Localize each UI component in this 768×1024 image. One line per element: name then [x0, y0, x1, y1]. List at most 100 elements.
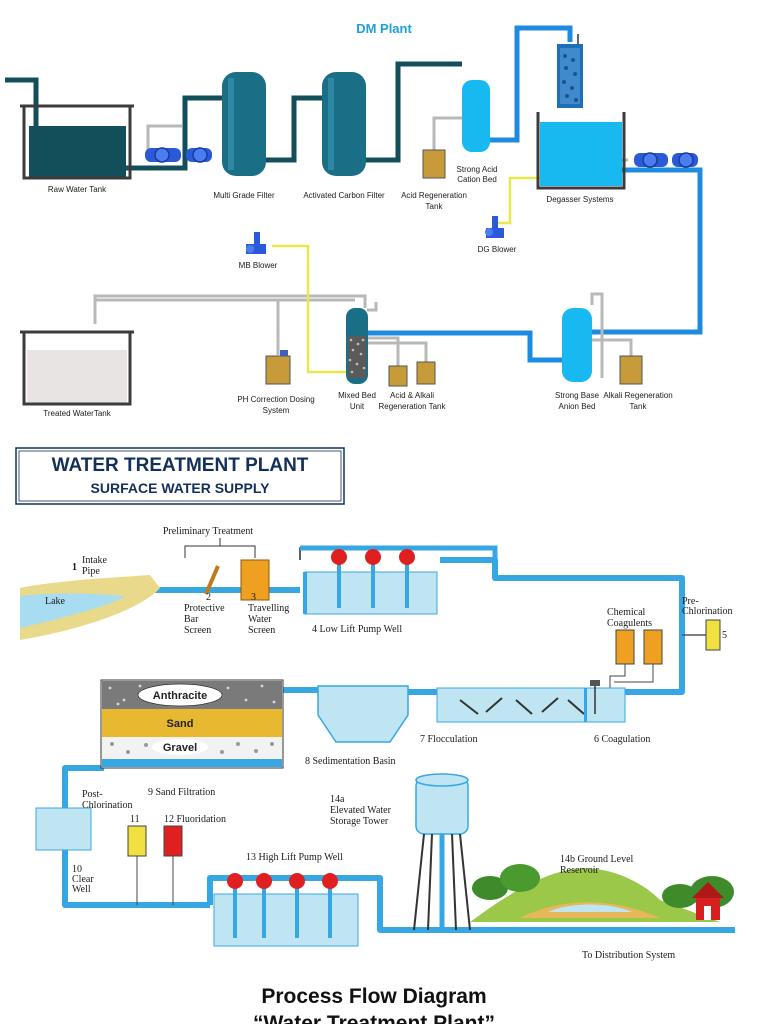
mixed-bed-unit: Mixed Bed Unit — [338, 308, 376, 411]
protective-bar-screen: 2 Protective Bar Screen — [184, 565, 225, 636]
prechlor-number: 5 — [722, 630, 727, 641]
distribution-label: To Distribution System — [582, 950, 675, 961]
multi-grade-filter: Multi Grade Filter — [213, 72, 275, 200]
clear-well-label-1: 10 — [72, 864, 82, 875]
high-lift-label: 13 High Lift Pump Well — [246, 852, 343, 863]
multi-grade-filter-label: Multi Grade Filter — [213, 191, 275, 200]
chlorination-feed: 11 — [127, 814, 147, 905]
sand-label: Sand — [167, 718, 194, 730]
caption-line-2: “Water Treatment Plant” — [253, 1012, 495, 1024]
treated-water-tank: Treated WaterTank — [20, 330, 134, 418]
cation-bed-label-1: Strong Acid — [457, 165, 498, 174]
lake-label: Lake — [45, 596, 66, 607]
degasser-label: Degasser Systems — [546, 195, 613, 204]
strong-base-anion-bed: Strong Base Anion Bed — [555, 308, 600, 411]
sand-filtration-label: 9 Sand Filtration — [148, 787, 215, 798]
acid-alkali-label-1: Acid & Alkali — [390, 391, 434, 400]
bar-label-3: Screen — [184, 625, 211, 636]
low-lift-label: 4 Low Lift Pump Well — [312, 624, 402, 635]
ph-label-2: System — [263, 406, 290, 415]
preliminary-label: Preliminary Treatment — [163, 526, 253, 537]
alkali-regen-label-1: Alkali Regeneration — [603, 391, 672, 400]
wtp-title: WATER TREATMENT PLANT — [52, 455, 309, 476]
acid-regeneration-tank: Acid Regeneration Tank — [401, 149, 467, 211]
clear-well: Post- Chlorination 10 Clear Well — [35, 789, 133, 895]
dm-raw-water-pipe — [5, 61, 462, 171]
dm-yellow-pipe — [272, 176, 540, 374]
wtp-diagram: Preliminary Treatment Lake 1 Intake Pipe… — [20, 526, 735, 961]
lake: Lake — [20, 575, 160, 640]
ground-level-reservoir: 14b Ground Level Reservoir — [470, 854, 720, 922]
prechlor-label-2: Chlorination — [682, 606, 733, 617]
raw-water-tank: Raw Water Tank — [20, 104, 134, 194]
gravel-label: Gravel — [163, 742, 197, 754]
degasser-system: Degasser Systems — [536, 34, 626, 204]
dg-blower: DG Blower — [478, 216, 517, 254]
acid-regen-label-2: Tank — [426, 202, 444, 211]
caption: Process Flow Diagram “Water Treatment Pl… — [253, 985, 495, 1024]
raw-water-pump — [145, 124, 212, 163]
dm-plant-title: DM Plant — [356, 21, 412, 36]
activated-carbon-filter-label: Activated Carbon Filter — [303, 191, 385, 200]
tower-label-3: Storage Tower — [330, 816, 389, 827]
fluoridation-label: 12 Fluoridation — [164, 814, 226, 825]
coagulation-label: 6 Coagulation — [594, 734, 650, 745]
low-lift-pumps — [331, 549, 415, 608]
acid-regen-label-1: Acid Regeneration — [401, 191, 467, 200]
sedimentation-basin: 8 Sedimentation Basin — [305, 685, 409, 767]
intake-pipe: 1 Intake Pipe — [72, 555, 108, 577]
low-lift-pump-well: 4 Low Lift Pump Well — [303, 549, 438, 635]
travel-label-3: Screen — [248, 625, 275, 636]
bar-label-2: Bar — [184, 614, 199, 625]
intake-label-2: Pipe — [82, 566, 100, 577]
postchlor-label-2: Chlorination — [82, 800, 133, 811]
mb-blower-label: MB Blower — [239, 261, 278, 270]
anion-bed-label-2: Anion Bed — [559, 402, 596, 411]
bar-number: 2 — [206, 592, 211, 603]
postchlor-label-1: Post- — [82, 789, 103, 800]
ph-correction-dosing: PH Correction Dosing System — [237, 350, 315, 415]
fluoridation-feed: 12 Fluoridation — [163, 814, 226, 905]
intake-label-1: Intake — [82, 555, 108, 566]
alkali-regen-label-2: Tank — [630, 402, 648, 411]
acid-alkali-label-2: Regeneration Tank — [378, 402, 446, 411]
pre-chlorination: Pre- Chlorination 5 — [682, 596, 733, 651]
travel-label-1: Travelling — [248, 603, 289, 614]
high-lift-pumps — [227, 873, 338, 938]
strong-acid-cation-bed: Strong Acid Cation Bed — [457, 80, 498, 184]
travel-number: 3 — [251, 592, 256, 603]
feed-11-label: 11 — [130, 814, 140, 825]
dm-blue-pipe — [367, 25, 703, 363]
tower-label-1: 14a — [330, 794, 345, 805]
travel-label-2: Water — [248, 614, 272, 625]
high-lift-pump-well: 13 High Lift Pump Well — [213, 852, 359, 947]
tower-label-2: Elevated Water — [330, 805, 392, 816]
dg-blower-label: DG Blower — [478, 245, 517, 254]
degasser-pump — [634, 152, 698, 168]
sand-filtration: Anthracite Sand Gravel 9 Sand Filtration — [100, 679, 284, 798]
chem-label-2: Coagulents — [607, 618, 652, 629]
mixed-bed-label-1: Mixed Bed — [338, 391, 376, 400]
caption-line-1: Process Flow Diagram — [261, 985, 486, 1008]
house — [690, 876, 734, 920]
ph-label-1: PH Correction Dosing — [237, 395, 314, 404]
clear-well-label-3: Well — [72, 884, 91, 895]
ground-reservoir-label-1: 14b Ground Level — [560, 854, 634, 865]
sedimentation-label: 8 Sedimentation Basin — [305, 756, 396, 767]
cation-bed-label-2: Cation Bed — [457, 175, 497, 184]
prechlor-label-1: Pre- — [682, 596, 699, 607]
mb-blower: MB Blower — [239, 232, 278, 270]
wtp-title-box: WATER TREATMENT PLANT SURFACE WATER SUPP… — [15, 447, 345, 505]
travelling-water-screen: 3 Travelling Water Screen — [240, 559, 289, 636]
mixed-bed-label-2: Unit — [350, 402, 365, 411]
flocculation-tank: 7 Flocculation 6 Coagulation — [420, 680, 650, 745]
wtp-subtitle: SURFACE WATER SUPPLY — [91, 480, 271, 496]
anthracite-label: Anthracite — [153, 690, 207, 702]
ground-reservoir-label-2: Reservoir — [560, 865, 600, 876]
alkali-regeneration-tank: Alkali Regeneration Tank — [603, 355, 673, 411]
elevated-water-storage-tower: 14a Elevated Water Storage Tower — [330, 773, 471, 931]
anion-bed-label-1: Strong Base — [555, 391, 600, 400]
intake-number: 1 — [72, 562, 77, 573]
bar-label-1: Protective — [184, 603, 225, 614]
